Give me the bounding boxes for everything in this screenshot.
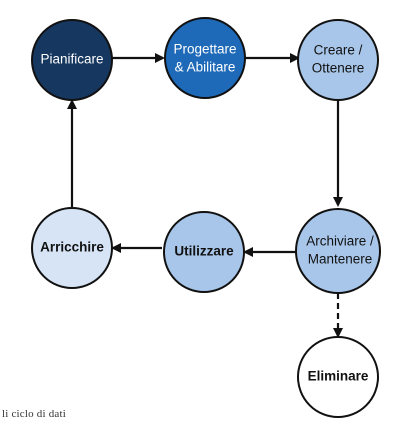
node-arricchire: Arricchire: [31, 207, 113, 289]
node-creare: Creare / Ottenere: [297, 19, 379, 101]
node-utilizzare: Utilizzare: [163, 211, 245, 293]
node-progettare-circle: [164, 17, 246, 99]
node-eliminare: Eliminare: [297, 336, 379, 418]
node-progettare-label-line2: & Abilitare: [175, 60, 236, 75]
node-progettare-label-line1: Progettare: [173, 42, 236, 57]
node-archiviare-label-line2: Mantenere: [308, 252, 373, 267]
node-creare-label-line2: Ottenere: [312, 61, 365, 76]
node-arricchire-label: Arricchire: [40, 240, 104, 255]
node-archiviare: Archiviare / Mantenere: [295, 208, 381, 294]
caption-fragment: li ciclo di dati: [2, 408, 66, 420]
node-creare-label-line1: Creare /: [314, 43, 363, 58]
node-archiviare-label-line1: Archiviare /: [306, 234, 374, 249]
node-utilizzare-label: Utilizzare: [174, 244, 234, 259]
node-creare-circle: [297, 19, 379, 101]
node-archiviare-circle: [295, 208, 381, 294]
node-eliminare-label: Eliminare: [308, 369, 369, 384]
node-utilizzare-circle: [163, 211, 245, 293]
node-pianificare-circle: [31, 19, 113, 101]
node-eliminare-circle: [297, 336, 379, 418]
node-pianificare: Pianificare: [31, 19, 113, 101]
node-pianificare-label: Pianificare: [40, 52, 103, 67]
node-arricchire-circle: [31, 207, 113, 289]
node-progettare: Progettare & Abilitare: [164, 17, 246, 99]
